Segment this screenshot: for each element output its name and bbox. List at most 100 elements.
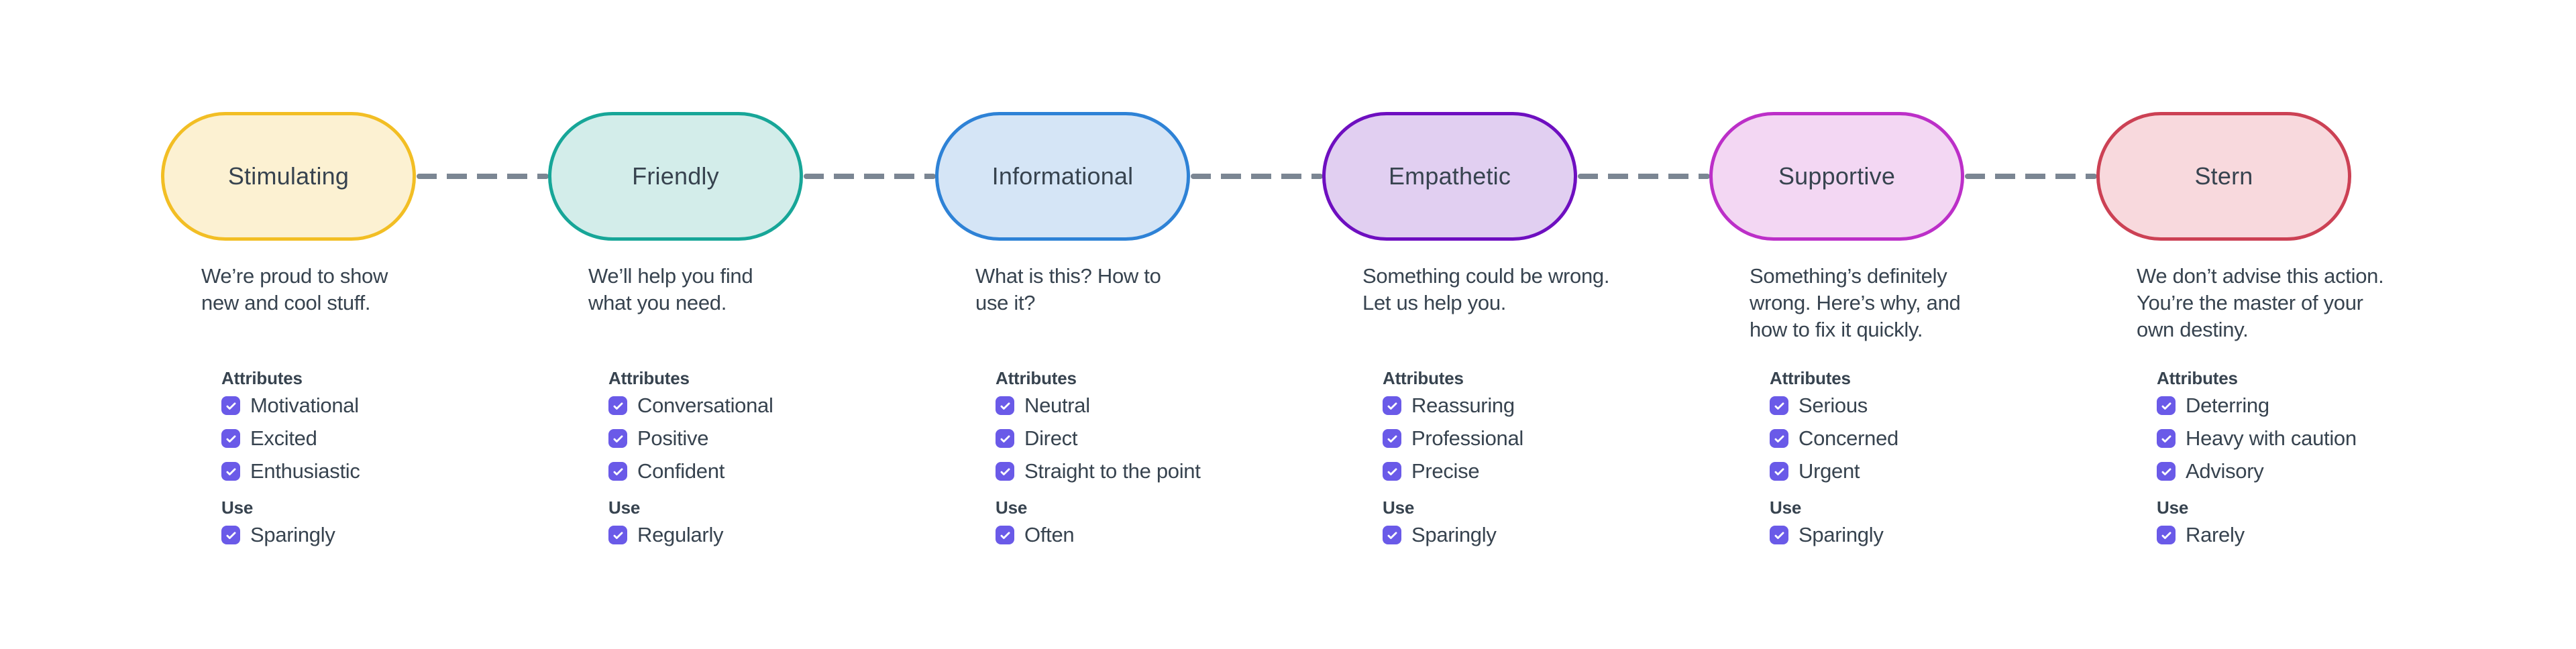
attribute-checkbox-row[interactable]: Deterring [2157, 394, 2269, 417]
checkbox-label: Neutral [1024, 394, 1090, 417]
use-list: Sparingly [1383, 523, 1644, 546]
checkbox-checked-icon[interactable] [1383, 526, 1401, 544]
tone-details: Attributes Motivational Excited Enthusia… [221, 367, 482, 546]
attributes-list: Reassuring Professional Precise [1383, 394, 1644, 483]
attribute-checkbox-row[interactable]: Urgent [1770, 459, 1860, 483]
checkbox-label: Professional [1411, 426, 1523, 450]
attribute-checkbox-row[interactable]: Straight to the point [996, 459, 1201, 483]
tone-details: Attributes Reassuring Professional Preci… [1383, 367, 1644, 546]
attribute-checkbox-row[interactable]: Enthusiastic [221, 459, 360, 483]
checkbox-checked-icon[interactable] [1770, 526, 1788, 544]
checkbox-label: Deterring [2186, 394, 2269, 417]
checkbox-label: Sparingly [250, 523, 335, 546]
checkbox-checked-icon[interactable] [1770, 396, 1788, 415]
use-list: Sparingly [1770, 523, 2031, 546]
checkbox-checked-icon[interactable] [608, 462, 627, 481]
attribute-checkbox-row[interactable]: Reassuring [1383, 394, 1515, 417]
checkbox-checked-icon[interactable] [996, 429, 1014, 448]
checkbox-checked-icon[interactable] [221, 429, 240, 448]
use-checkbox-row[interactable]: Sparingly [1770, 523, 1884, 546]
checkbox-label: Serious [1799, 394, 1868, 417]
use-list: Often [996, 523, 1256, 546]
checkbox-checked-icon[interactable] [996, 526, 1014, 544]
checkbox-checked-icon[interactable] [221, 462, 240, 481]
checkbox-label: Concerned [1799, 426, 1898, 450]
connector-dashed-line [417, 174, 549, 179]
connector-dashed-line [1965, 174, 2097, 179]
tone-node: Supportive [1709, 112, 1964, 241]
checkbox-label: Excited [250, 426, 317, 450]
use-checkbox-row[interactable]: Regularly [608, 523, 724, 546]
checkbox-checked-icon[interactable] [221, 526, 240, 544]
tone-column: Supportive Something’s definitely wrong.… [1644, 112, 2097, 558]
use-list: Sparingly [221, 523, 482, 546]
checkbox-label: Conversational [637, 394, 773, 417]
use-label: Use [1383, 497, 1415, 518]
checkbox-label: Positive [637, 426, 709, 450]
tone-description: What is this? How to use it? [975, 264, 1161, 314]
use-label: Use [996, 497, 1028, 518]
checkbox-checked-icon[interactable] [1770, 429, 1788, 448]
attribute-checkbox-row[interactable]: Serious [1770, 394, 1868, 417]
checkbox-label: Confident [637, 459, 725, 483]
tone-description: Something could be wrong. Let us help yo… [1362, 264, 1610, 314]
attribute-checkbox-row[interactable]: Motivational [221, 394, 359, 417]
attribute-checkbox-row[interactable]: Direct [996, 426, 1078, 450]
use-checkbox-row[interactable]: Often [996, 523, 1075, 546]
checkbox-checked-icon[interactable] [1770, 462, 1788, 481]
use-checkbox-row[interactable]: Sparingly [221, 523, 335, 546]
tone-details: Attributes Conversational Positive Confi… [608, 367, 869, 546]
checkbox-label: Rarely [2186, 523, 2245, 546]
checkbox-checked-icon[interactable] [608, 526, 627, 544]
checkbox-checked-icon[interactable] [996, 462, 1014, 481]
checkbox-label: Direct [1024, 426, 1078, 450]
checkbox-checked-icon[interactable] [2157, 429, 2176, 448]
checkbox-label: Sparingly [1799, 523, 1884, 546]
attributes-list: Neutral Direct Straight to the point [996, 394, 1256, 483]
attributes-list: Conversational Positive Confident [608, 394, 869, 483]
connector-dashed-line [804, 174, 936, 179]
attribute-checkbox-row[interactable]: Advisory [2157, 459, 2264, 483]
attributes-list: Deterring Heavy with caution Advisory [2157, 394, 2418, 483]
tone-column: Friendly We’ll help you find what you ne… [482, 112, 936, 558]
use-label: Use [1770, 497, 1802, 518]
tone-node-label: Informational [991, 162, 1134, 190]
checkbox-checked-icon[interactable] [2157, 396, 2176, 415]
attribute-checkbox-row[interactable]: Conversational [608, 394, 773, 417]
attribute-checkbox-row[interactable]: Precise [1383, 459, 1480, 483]
checkbox-label: Straight to the point [1024, 459, 1201, 483]
tone-node: Informational [935, 112, 1190, 241]
checkbox-checked-icon[interactable] [2157, 462, 2176, 481]
checkbox-checked-icon[interactable] [2157, 526, 2176, 544]
attributes-label: Attributes [221, 368, 303, 388]
checkbox-checked-icon[interactable] [1383, 429, 1401, 448]
checkbox-label: Reassuring [1411, 394, 1515, 417]
use-label: Use [221, 497, 254, 518]
tone-details: Attributes Deterring Heavy with caution … [2157, 367, 2418, 546]
attributes-label: Attributes [1383, 368, 1464, 388]
connector-dashed-line [1578, 174, 1710, 179]
tone-column: Informational What is this? How to use i… [869, 112, 1323, 558]
checkbox-checked-icon[interactable] [608, 429, 627, 448]
checkbox-label: Precise [1411, 459, 1480, 483]
connector-dashed-line [1191, 174, 1323, 179]
use-checkbox-row[interactable]: Sparingly [1383, 523, 1497, 546]
checkbox-checked-icon[interactable] [221, 396, 240, 415]
tone-description: Something’s definitely wrong. Here’s why… [1750, 264, 1961, 341]
attribute-checkbox-row[interactable]: Positive [608, 426, 709, 450]
checkbox-checked-icon[interactable] [996, 396, 1014, 415]
checkbox-checked-icon[interactable] [1383, 462, 1401, 481]
checkbox-checked-icon[interactable] [608, 396, 627, 415]
tone-node: Empathetic [1322, 112, 1577, 241]
use-checkbox-row[interactable]: Rarely [2157, 523, 2245, 546]
attribute-checkbox-row[interactable]: Excited [221, 426, 317, 450]
tone-column: Stimulating We’re proud to show new and … [95, 112, 549, 558]
checkbox-checked-icon[interactable] [1383, 396, 1401, 415]
attribute-checkbox-row[interactable]: Confident [608, 459, 725, 483]
attribute-checkbox-row[interactable]: Concerned [1770, 426, 1898, 450]
attribute-checkbox-row[interactable]: Professional [1383, 426, 1523, 450]
use-list: Rarely [2157, 523, 2418, 546]
tone-description: We’re proud to show new and cool stuff. [201, 264, 388, 314]
attribute-checkbox-row[interactable]: Heavy with caution [2157, 426, 2357, 450]
attribute-checkbox-row[interactable]: Neutral [996, 394, 1090, 417]
